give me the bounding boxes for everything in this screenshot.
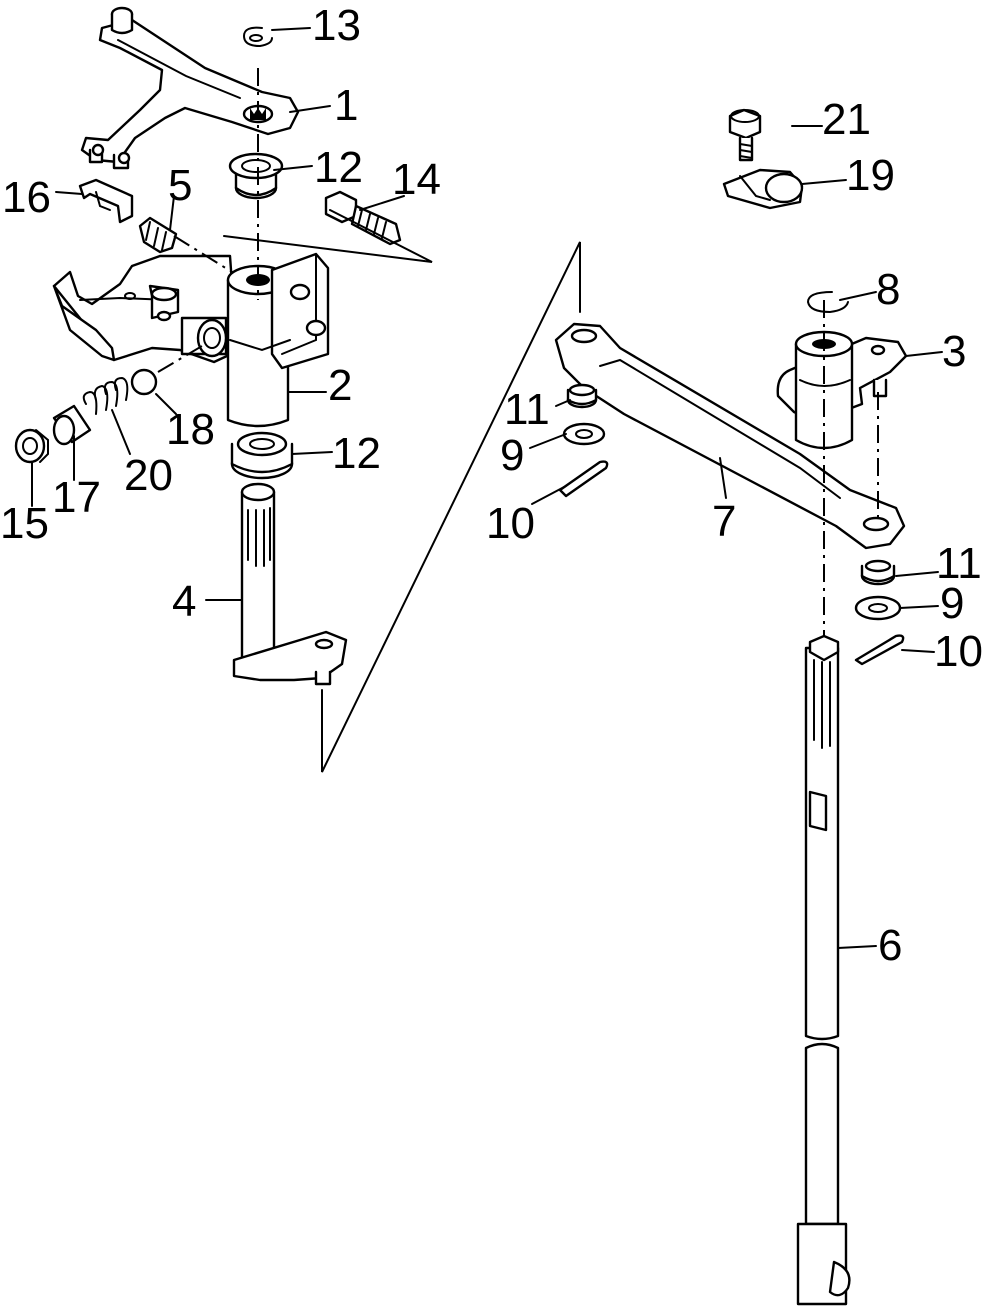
detent-spring-part-20: [82, 376, 129, 415]
shift-arm-part-1: [80, 6, 300, 170]
callout-14: 14: [392, 155, 441, 204]
lever-part-3: [776, 330, 908, 450]
bushing-lower-part-12: [230, 431, 294, 480]
collar-part-11-left: [566, 383, 598, 409]
callout-9-left: 9: [500, 431, 524, 480]
callout-1: 1: [334, 81, 358, 130]
link-rod-part-7: [554, 322, 906, 550]
washer-part-9-right: [854, 595, 902, 621]
cotter-pin-part-10-left: [558, 460, 609, 498]
sleeve-part-17: [52, 404, 92, 446]
cotter-pin-part-10-right: [854, 634, 905, 666]
detent-ball-part-18: [130, 368, 158, 396]
callout-20: 20: [124, 451, 173, 500]
shift-housing-part-2: [52, 252, 330, 428]
plug-part-15: [14, 428, 49, 464]
collar-part-11-right: [860, 559, 896, 586]
callout-10-left: 10: [486, 499, 535, 548]
callout-7: 7: [712, 497, 736, 546]
callout-6: 6: [878, 921, 902, 970]
callout-leaders: [31, 27, 943, 949]
callout-10-right: 10: [934, 627, 983, 676]
callout-17: 17: [52, 473, 101, 522]
callout-11-right: 11: [936, 539, 982, 588]
callout-15: 15: [0, 499, 49, 548]
clamp-part-19: [722, 168, 804, 210]
callout-19: 19: [846, 151, 895, 200]
circlip-part-8: [806, 291, 849, 314]
bushing-upper-part-12: [228, 152, 284, 200]
callout-9-right: 9: [940, 579, 964, 628]
callout-21: 21: [822, 95, 871, 144]
callout-8: 8: [876, 265, 900, 314]
callout-3: 3: [942, 327, 966, 376]
callout-16: 16: [2, 173, 51, 222]
long-shaft-part-6: [796, 634, 851, 1306]
callout-11-left: 11: [504, 385, 550, 434]
callout-12-upper: 12: [314, 143, 363, 192]
clip-part-16: [78, 178, 134, 224]
callout-2: 2: [328, 361, 352, 410]
callout-18: 18: [166, 405, 215, 454]
callout-numbers: 13 1 12 14 5 16 2 18 12 20 17 15 4 21 19…: [0, 1, 983, 970]
e-clip-part-13: [242, 26, 273, 48]
callout-4: 4: [172, 577, 196, 626]
bolt-part-21: [728, 108, 762, 162]
callout-12-lower: 12: [332, 429, 381, 478]
shift-shaft-part-4: [232, 482, 348, 686]
callout-5: 5: [168, 161, 192, 210]
washer-part-9-left: [562, 422, 606, 446]
assembly-guide-lines: [157, 68, 879, 773]
grease-fitting-part-5: [138, 216, 178, 254]
callout-13: 13: [312, 1, 361, 50]
